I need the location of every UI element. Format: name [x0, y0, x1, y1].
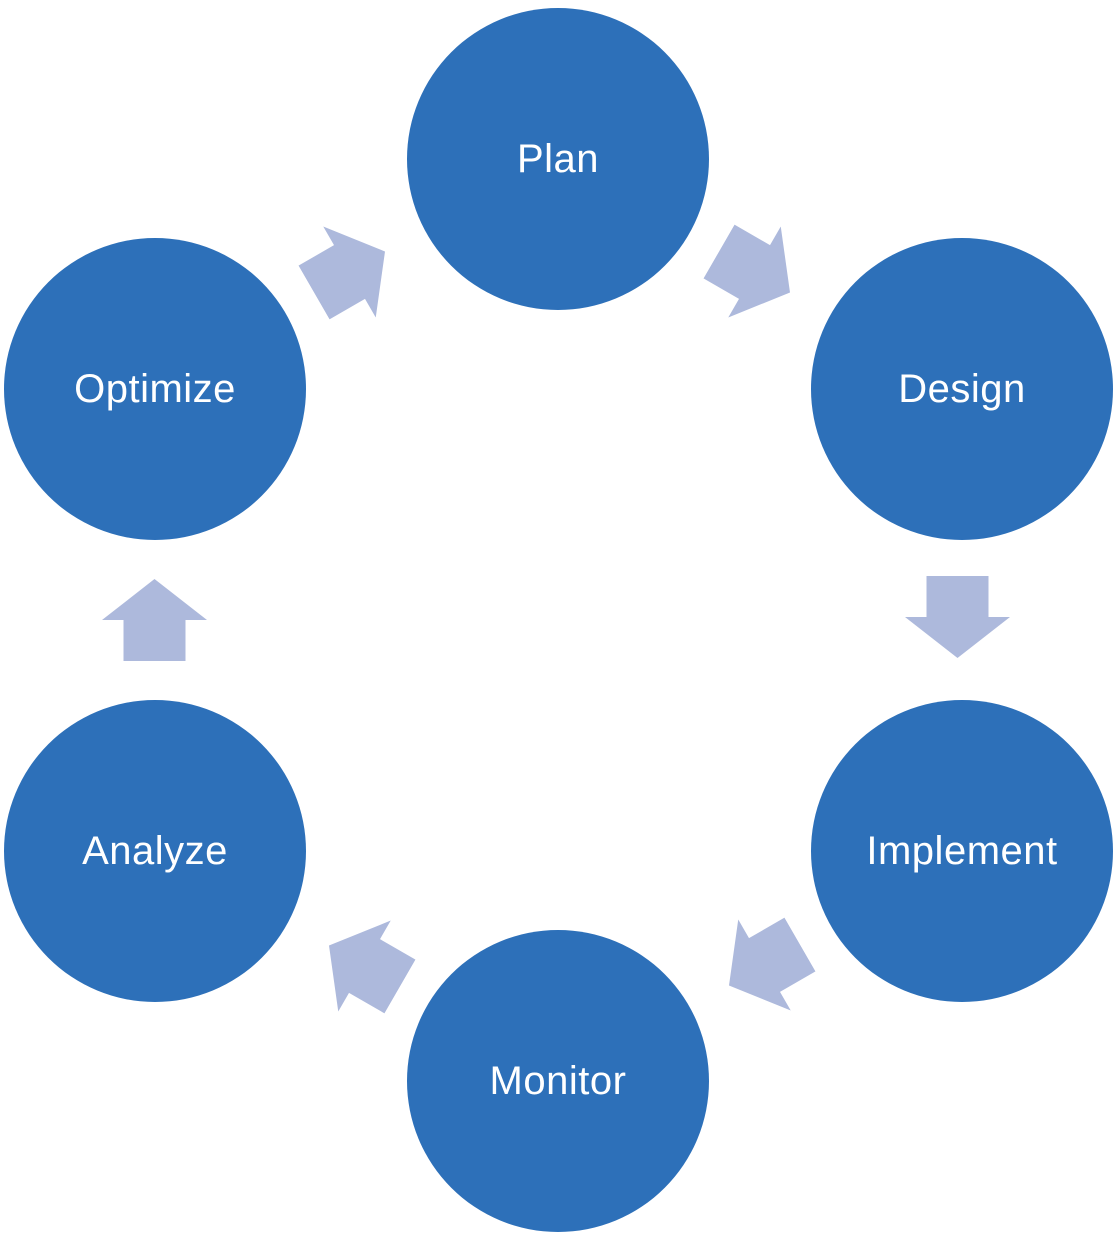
node-optimize-label: Optimize: [74, 367, 236, 411]
node-analyze-label: Analyze: [82, 829, 228, 873]
node-plan-label: Plan: [516, 137, 600, 181]
arrow-implement-to-monitor-icon: [703, 899, 827, 1031]
node-monitor: Monitor: [407, 930, 709, 1232]
node-plan: Plan: [407, 8, 709, 310]
arrow-design-to-implement-icon: [905, 576, 1010, 658]
node-analyze: Analyze: [4, 700, 306, 1002]
node-implement-label: Implement: [866, 829, 1058, 873]
node-monitor-label: Monitor: [489, 1059, 627, 1103]
node-design: Design: [811, 238, 1113, 540]
arrow-monitor-to-analyze-icon: [303, 900, 427, 1032]
arrow-analyze-to-optimize-icon: [102, 579, 207, 661]
arrow-plan-to-design-icon: [693, 206, 817, 338]
node-design-label: Design: [898, 367, 1026, 411]
node-implement: Implement: [811, 700, 1113, 1002]
node-optimize: Optimize: [4, 238, 306, 540]
arrow-optimize-to-plan-icon: [288, 206, 412, 338]
